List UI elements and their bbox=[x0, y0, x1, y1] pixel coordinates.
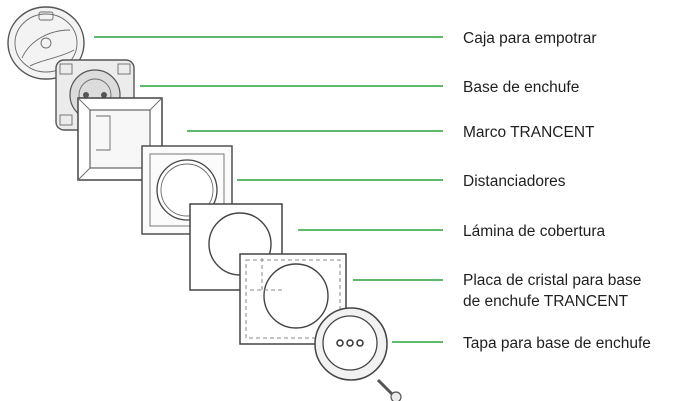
socket-cover-illustration bbox=[314, 307, 402, 401]
label-glass-plate-line2: de enchufe TRANCENT bbox=[463, 293, 629, 310]
label-cover-film: Lámina de cobertura bbox=[463, 223, 606, 240]
label-spacers: Distanciadores bbox=[463, 173, 566, 190]
label-glass-plate-line1: Placa de cristal para base bbox=[463, 272, 642, 289]
label-frame: Marco TRANCENT bbox=[463, 124, 595, 141]
label-socket-base: Base de enchufe bbox=[463, 79, 580, 96]
screw-illustration bbox=[376, 378, 402, 401]
frame-illustration bbox=[77, 97, 163, 181]
label-flush-box: Caja para empotrar bbox=[463, 30, 597, 47]
label-socket-cover: Tapa para base de enchufe bbox=[463, 335, 651, 352]
